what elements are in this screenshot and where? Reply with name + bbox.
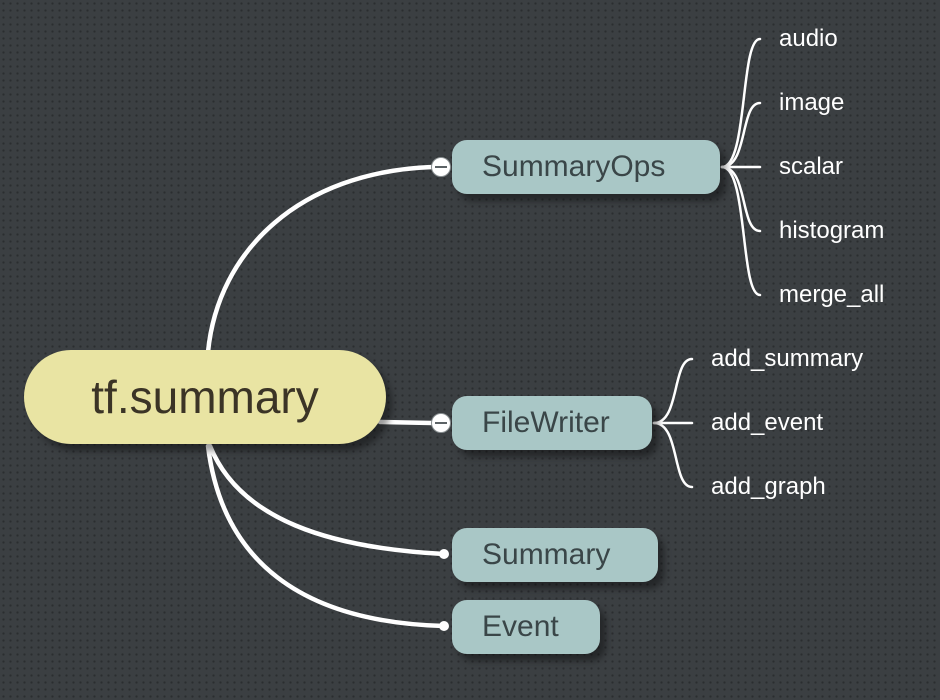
branch-node-summaryops[interactable]: SummaryOps [452,140,720,194]
branch-label-filewriter: FileWriter [482,406,610,439]
leaf-image[interactable]: image [779,89,845,116]
leaf-add-event[interactable]: add_event [711,409,824,436]
branch-label-summary: Summary [482,538,611,571]
event-connector-dot [439,621,449,631]
collapse-summaryops-toggle[interactable] [431,157,451,177]
link-summaryops-child [720,165,762,297]
leaf-histogram[interactable]: histogram [779,217,885,244]
link-root-filewriter [377,419,435,426]
leaf-add-graph[interactable]: add_graph [711,473,826,500]
root-node-tf-summary[interactable]: tf.summary [24,350,386,444]
summary-connector-dot [439,549,449,559]
leaf-merge-all[interactable]: merge_all [779,281,885,308]
link-root-event [205,443,447,629]
link-filewriter-child [652,357,694,425]
root-node-label: tf.summary [91,371,319,423]
collapse-filewriter-toggle[interactable] [431,413,451,433]
link-summaryops-child [720,101,762,169]
branch-label-summaryops: SummaryOps [482,150,666,183]
branch-label-event: Event [482,610,559,643]
link-root-summary [207,443,447,557]
branch-node-filewriter[interactable]: FileWriter [452,396,652,450]
leaf-audio[interactable]: audio [779,25,838,52]
link-summaryops-child [720,37,762,169]
branch-node-summary[interactable]: Summary [452,528,658,582]
branch-node-event[interactable]: Event [452,600,600,654]
link-root-summaryops [205,164,435,355]
leaf-add-summary[interactable]: add_summary [711,345,864,372]
leaf-scalar[interactable]: scalar [779,153,844,180]
link-filewriter-child [652,421,694,489]
